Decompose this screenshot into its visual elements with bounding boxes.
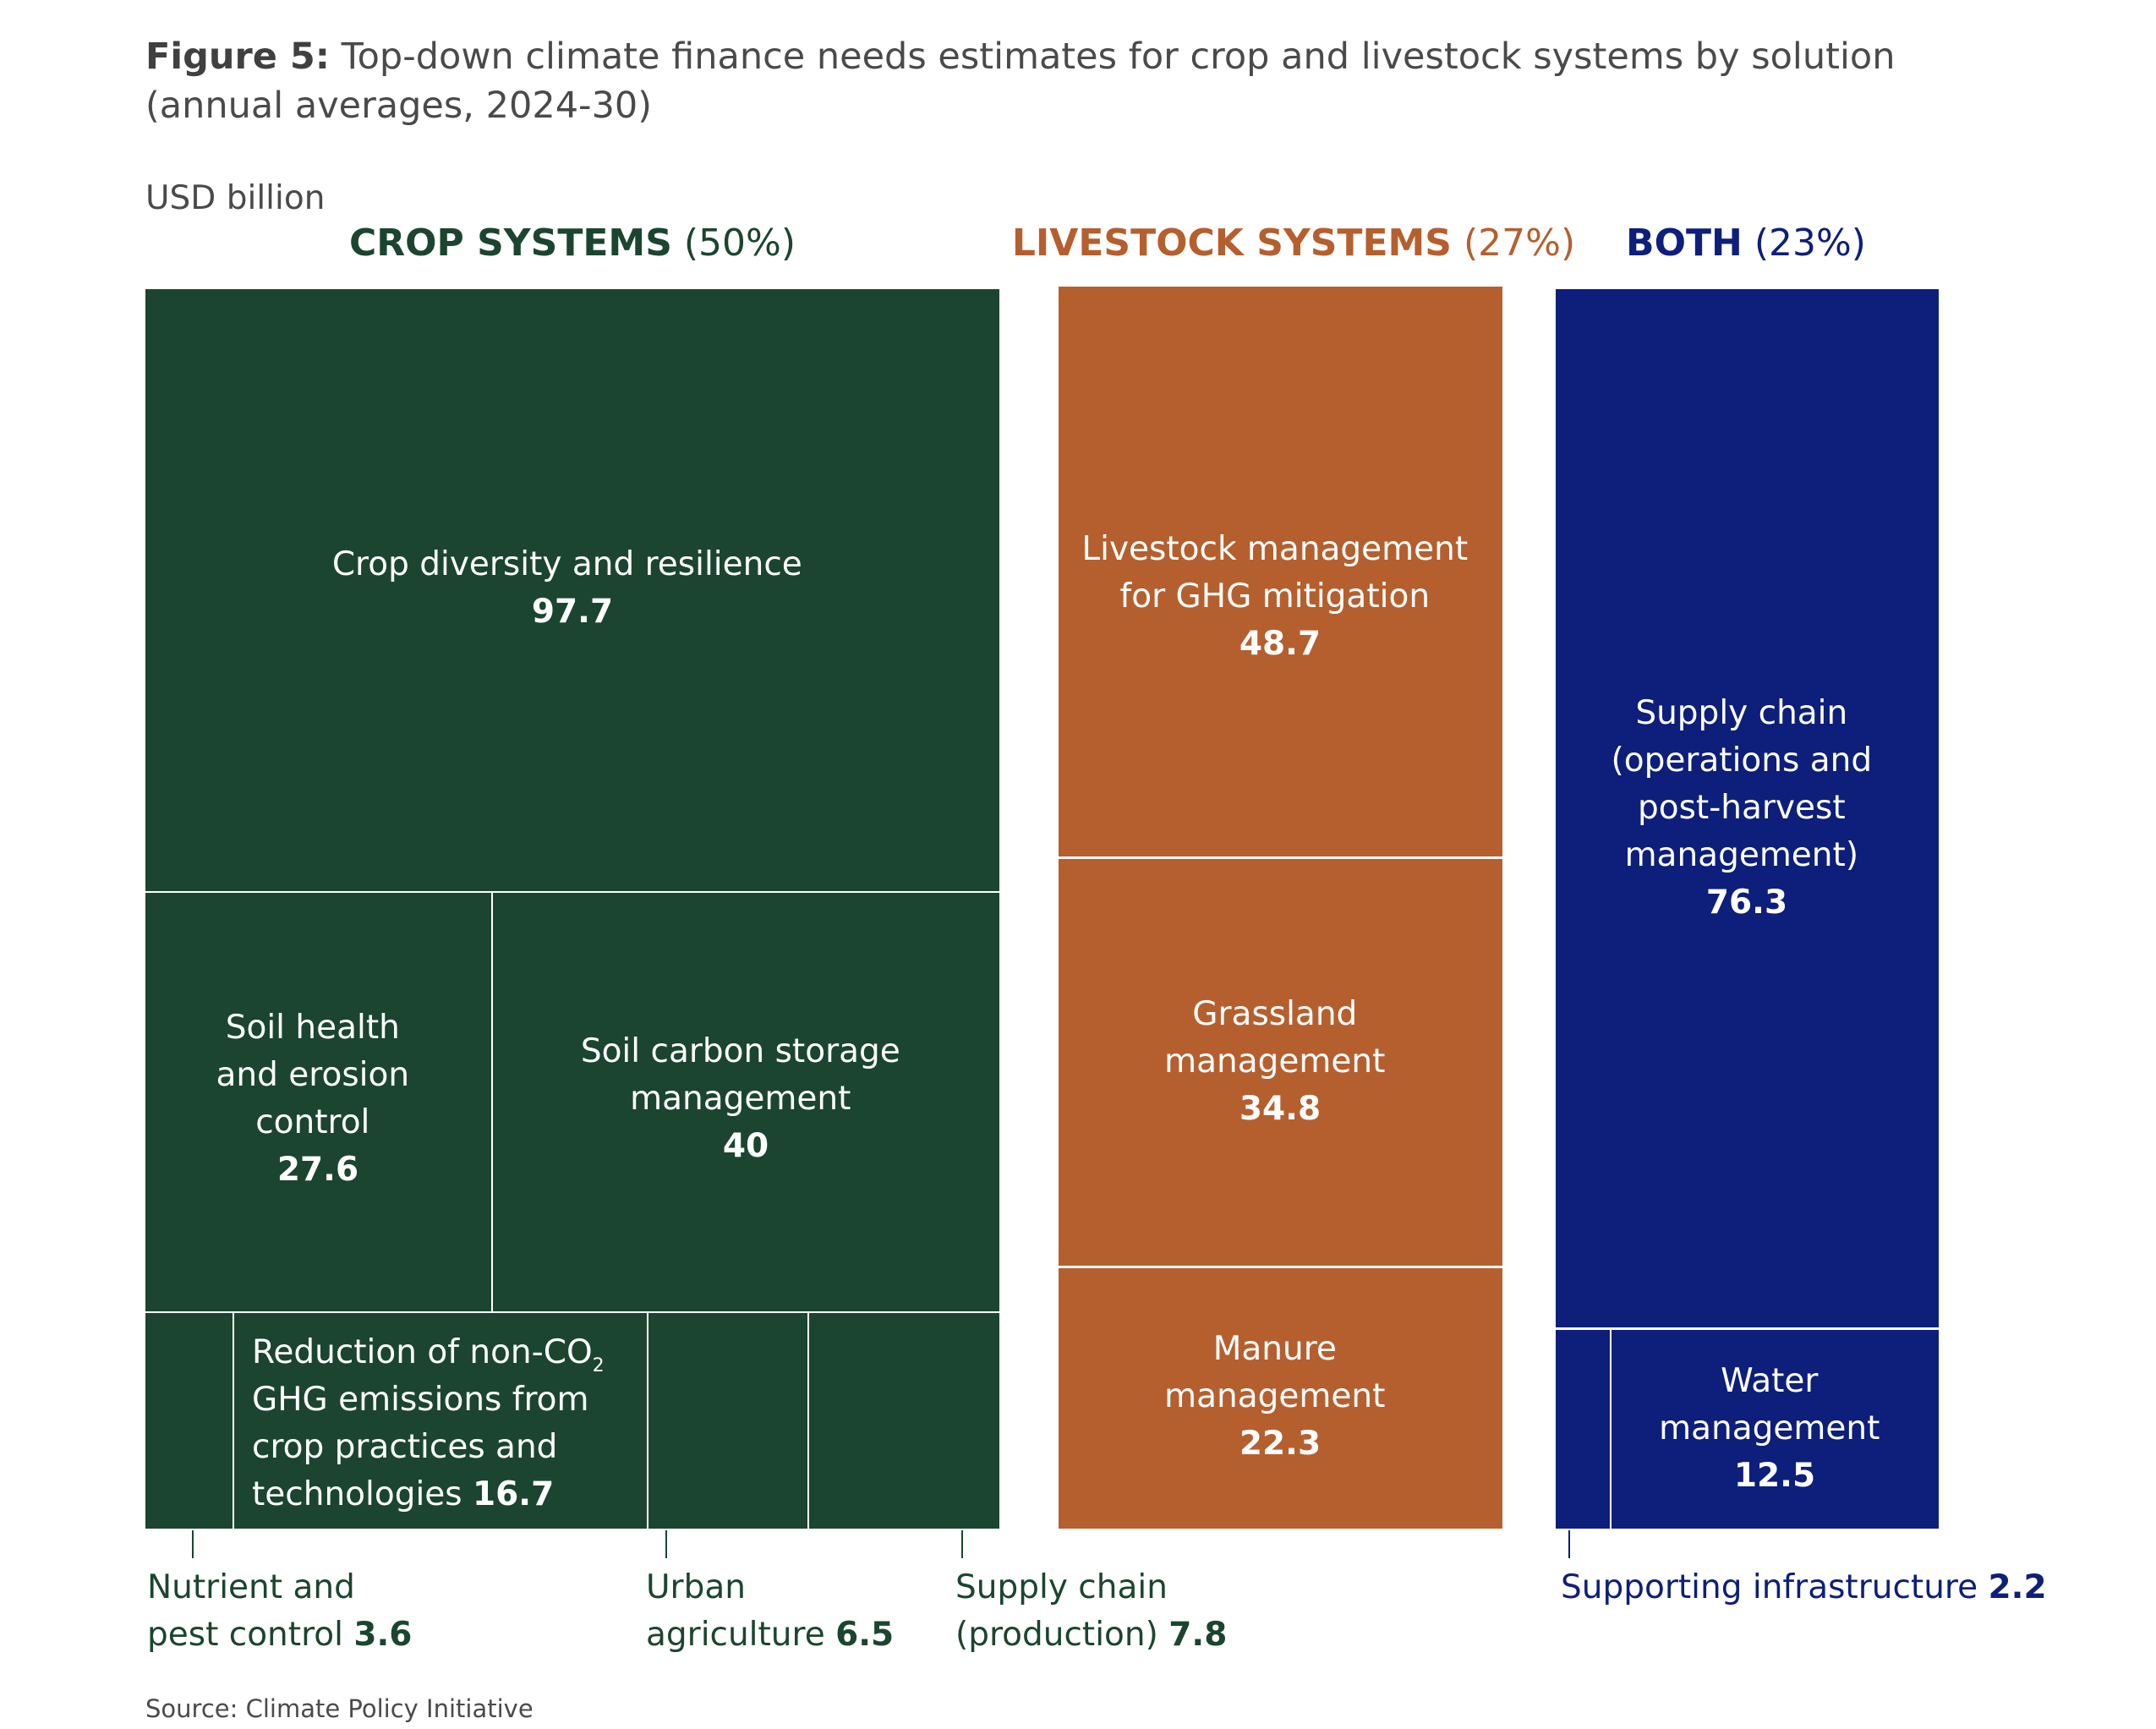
tile-manure: [1059, 1268, 1502, 1529]
tile-supply-production: [809, 1313, 999, 1529]
chart-title: Figure 5: Top-down climate finance needs…: [145, 32, 1921, 130]
label-soil-carbon: Soil carbon storage management 40: [581, 1032, 911, 1165]
group-header-crop: CROP SYSTEMS (50%): [145, 222, 999, 265]
tile-soil-carbon: [493, 893, 999, 1311]
group-share-livestock: (27%): [1463, 222, 1576, 265]
ext-label-supply-production: Supply chain (production) 7.8: [955, 1564, 1227, 1659]
tile-livestock-mgmt: [1059, 287, 1502, 856]
ext-urban-value: 6.5: [835, 1616, 895, 1654]
group-header-both: BOTH (23%): [1556, 222, 1936, 265]
ext-infra-wrap: Supporting infrastructure 2.2: [1561, 1564, 2047, 1611]
label-crop-diversity: Crop diversity and resilience 97.7: [332, 545, 813, 631]
group-share-crop: (50%): [683, 222, 796, 265]
tile-water: [1612, 1330, 1939, 1529]
ext-nutrient-value: 3.6: [353, 1616, 413, 1654]
ext-urban-line1: Urban: [646, 1568, 746, 1606]
ext-supply-line1: Supply chain: [955, 1568, 1168, 1606]
ext-label-infrastructure: Supporting infrastructure 2.2: [1561, 1564, 2047, 1611]
tile-nutrient: [145, 1313, 233, 1529]
ext-nutrient-line2-wrap: pest control 3.6: [147, 1611, 412, 1659]
group-header-livestock: LIVESTOCK SYSTEMS (27%): [955, 222, 1632, 265]
figure-title-text: Top-down climate finance needs estimates…: [145, 36, 1896, 127]
label-grassland: Grassland management 34.8: [1164, 995, 1396, 1128]
ext-nutrient-line1: Nutrient and: [147, 1568, 355, 1606]
label-livestock-mgmt: Livestock management for GHG mitigation …: [1081, 530, 1478, 663]
ext-nutrient-line2: pest control: [147, 1616, 343, 1654]
tile-reduction: [234, 1313, 647, 1529]
label-soil-health: Soil health and erosion control 27.6: [216, 1009, 420, 1189]
tile-supply-ops: [1556, 289, 1939, 1327]
tile-crop-diversity: [145, 289, 999, 891]
group-name-crop: CROP SYSTEMS: [348, 222, 672, 265]
tile-grassland: [1059, 859, 1502, 1266]
source-note: Source: Climate Policy Initiative: [145, 1694, 534, 1723]
ext-infra-line1: Supporting infrastructure: [1561, 1568, 1978, 1606]
ext-label-nutrient: Nutrient and pest control 3.6: [147, 1564, 412, 1659]
group-share-both: (23%): [1754, 222, 1866, 265]
label-reduction: Reduction of non-CO2 GHG emissions from …: [252, 1333, 615, 1513]
tile-urban: [648, 1313, 807, 1529]
unit-label: USD billion: [145, 179, 326, 217]
label-manure: Manure management 22.3: [1164, 1330, 1396, 1463]
group-name-both: BOTH: [1626, 222, 1743, 265]
ext-urban-line2-wrap: agriculture 6.5: [646, 1611, 894, 1659]
group-name-livestock: LIVESTOCK SYSTEMS: [1011, 222, 1452, 265]
ext-supply-line2: (production): [955, 1616, 1158, 1654]
label-water: Water management 12.5: [1659, 1362, 1891, 1495]
tile-infrastructure: [1556, 1330, 1610, 1529]
ext-urban-line2: agriculture: [646, 1616, 825, 1654]
figure-number: Figure 5:: [145, 36, 330, 78]
ext-label-urban: Urban agriculture 6.5: [646, 1564, 894, 1659]
label-supply-ops: Supply chain (operations and post-harves…: [1612, 694, 1883, 922]
ext-supply-value: 7.8: [1168, 1616, 1228, 1654]
tile-soil-health: [145, 893, 491, 1311]
ext-infra-value: 2.2: [1988, 1568, 2047, 1606]
ext-supply-line2-wrap: (production) 7.8: [955, 1611, 1227, 1659]
